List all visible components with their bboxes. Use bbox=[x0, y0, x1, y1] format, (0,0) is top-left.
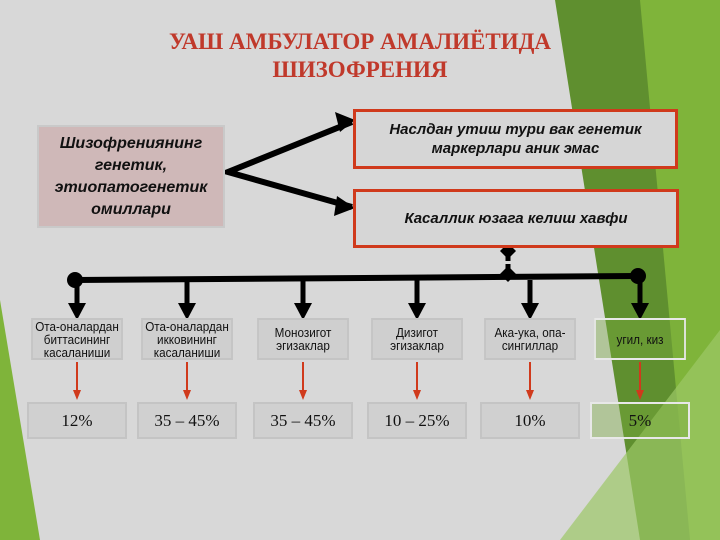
arrowhead-top bbox=[335, 112, 355, 132]
horizontal-bus bbox=[74, 273, 639, 283]
red-arrowhead bbox=[183, 390, 191, 400]
branch-arrows bbox=[218, 119, 354, 210]
risk-value: 5% bbox=[590, 402, 690, 439]
red-arrowhead bbox=[299, 390, 307, 400]
red-arrowhead bbox=[73, 390, 81, 400]
red-arrowhead bbox=[526, 390, 534, 400]
risk-value: 35 – 45% bbox=[137, 402, 237, 439]
arrowhead-bottom bbox=[334, 196, 355, 216]
black-arrowhead bbox=[631, 303, 649, 320]
green-triangle-left bbox=[0, 300, 40, 540]
source-box: Шизофрениянинг генетик, этиопатогенетик … bbox=[37, 125, 225, 228]
relation-label: Ака-ука, опа-сингиллар bbox=[484, 318, 576, 360]
green-triangle-bottom bbox=[560, 330, 720, 540]
relation-label: Дизигот эгизаклар bbox=[371, 318, 463, 360]
red-arrowhead bbox=[636, 390, 644, 400]
black-arrowhead bbox=[294, 303, 312, 320]
page-title: УАШ АМБУЛАТОР АМАЛИЁТИДА ШИЗОФРЕНИЯ bbox=[168, 29, 552, 82]
red-arrowhead bbox=[413, 390, 421, 400]
relation-label: Монозигот эгизаклар bbox=[257, 318, 349, 360]
risk-value: 35 – 45% bbox=[253, 402, 353, 439]
risk-value: 12% bbox=[27, 402, 127, 439]
relation-label: Ота-оналардан икковининг касаланиши bbox=[141, 318, 233, 360]
relation-label: угил, киз bbox=[594, 318, 686, 360]
outcome-box-markers: Наслдан утиш тури вак генетик маркерлари… bbox=[353, 109, 678, 169]
black-arrowhead bbox=[408, 303, 426, 320]
black-arrowhead bbox=[521, 303, 539, 320]
risk-value: 10 – 25% bbox=[367, 402, 467, 439]
black-arrowhead bbox=[68, 303, 86, 320]
relation-label: Ота-оналардан биттасининг касаланиши bbox=[31, 318, 123, 360]
risk-value: 10% bbox=[480, 402, 580, 439]
outcome-box-risk: Касаллик юзага келиш хавфи bbox=[353, 189, 679, 248]
black-arrowhead bbox=[178, 303, 196, 320]
